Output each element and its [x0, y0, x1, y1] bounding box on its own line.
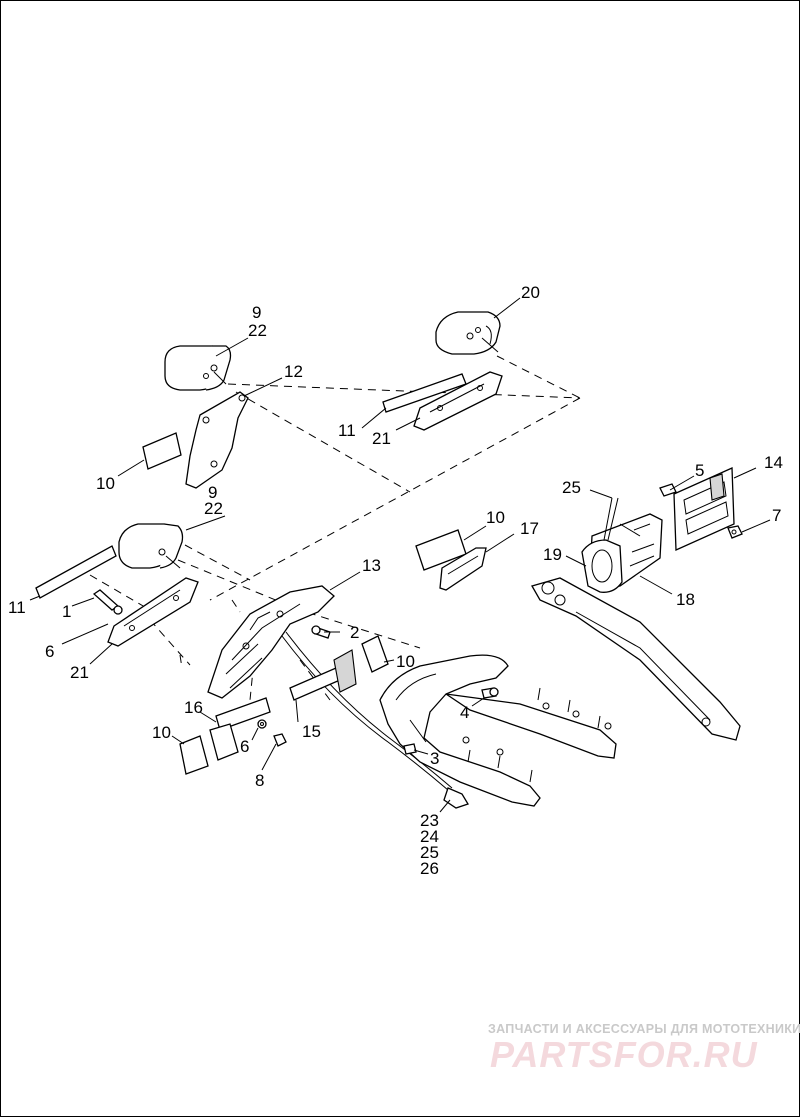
callout-26: 26: [420, 859, 439, 878]
callout-8: 8: [255, 771, 264, 790]
callout-12: 12: [284, 362, 303, 381]
callout-16: 16: [184, 698, 203, 717]
tail-lamp-upper-right: [435, 311, 501, 355]
wire-harness: [281, 631, 469, 809]
callout-25-bottom: 25: [420, 843, 439, 862]
bolt-4: [481, 687, 499, 699]
callout-15: 15: [302, 722, 321, 741]
callout-25-top: 25: [562, 478, 581, 497]
bracket-12: [185, 391, 249, 489]
callout-19: 19: [543, 545, 562, 564]
nut-8: [273, 733, 287, 747]
bolt-3: [403, 743, 417, 755]
screw-2: [311, 625, 331, 639]
plate-15: [289, 649, 357, 701]
callout-14: 14: [764, 453, 783, 472]
callout-13: 13: [362, 556, 381, 575]
side-arm: [531, 577, 741, 741]
callout-17: 17: [520, 519, 539, 538]
callout-5: 5: [695, 461, 704, 480]
callout-4: 4: [460, 703, 469, 722]
callout-9-top: 9: [252, 303, 261, 322]
callout-22-top: 22: [248, 321, 267, 340]
watermark-logo: PARTSFOR.RU: [490, 1034, 758, 1075]
reflector-strip-11-left: [35, 545, 117, 599]
pod-19: [581, 539, 623, 593]
callout-labels: 9 22 12 20 11 21 10 9 22 25 5 14 7 10 17…: [8, 283, 783, 878]
screw-1: [92, 589, 123, 615]
wire-25-top: [603, 497, 619, 541]
callout-7: 7: [772, 506, 781, 525]
plate-bracket-13: [207, 585, 335, 699]
callout-10-bottom: 10: [152, 723, 171, 742]
tail-lamp-upper-left: [164, 345, 232, 391]
bracket-21-left: [107, 577, 199, 647]
callout-23: 23: [420, 811, 439, 830]
bracket-17: [439, 547, 487, 591]
callout-24: 24: [420, 827, 439, 846]
callout-3: 3: [430, 749, 439, 768]
callout-22-mid: 22: [204, 499, 223, 518]
bracket-16: [209, 697, 271, 761]
callout-10-right: 10: [396, 652, 415, 671]
callout-10-left: 10: [96, 474, 115, 493]
callout-21-left: 21: [70, 663, 89, 682]
nut-7: [727, 525, 743, 539]
callout-1: 1: [62, 602, 71, 621]
callout-6-left: 6: [45, 642, 54, 661]
watermark-tagline: ЗАПЧАСТИ И АКСЕССУАРЫ ДЛЯ МОТОТЕХНИКИ: [488, 1022, 800, 1036]
callout-20: 20: [521, 283, 540, 302]
reflector-10-right: [361, 635, 389, 673]
leader-lines: [29, 297, 771, 813]
nut-6-bottom: [257, 719, 267, 729]
tail-lamp-middle-left: [118, 523, 184, 569]
callout-21-top: 21: [372, 429, 391, 448]
bracket-21-top: [413, 371, 503, 431]
callout-2: 2: [350, 623, 359, 642]
callout-9-mid: 9: [208, 483, 217, 502]
fender-support: [379, 654, 617, 807]
plate-14: [673, 467, 735, 551]
callout-6-bottom: 6: [240, 737, 249, 756]
callout-18: 18: [676, 590, 695, 609]
reflector-10-bottom: [179, 735, 209, 775]
callout-10-mid: 10: [486, 508, 505, 527]
reflector-10-upper: [142, 432, 182, 470]
screw-5: [659, 483, 677, 497]
callout-11-left: 11: [8, 598, 26, 617]
callout-11-top: 11: [338, 421, 356, 440]
